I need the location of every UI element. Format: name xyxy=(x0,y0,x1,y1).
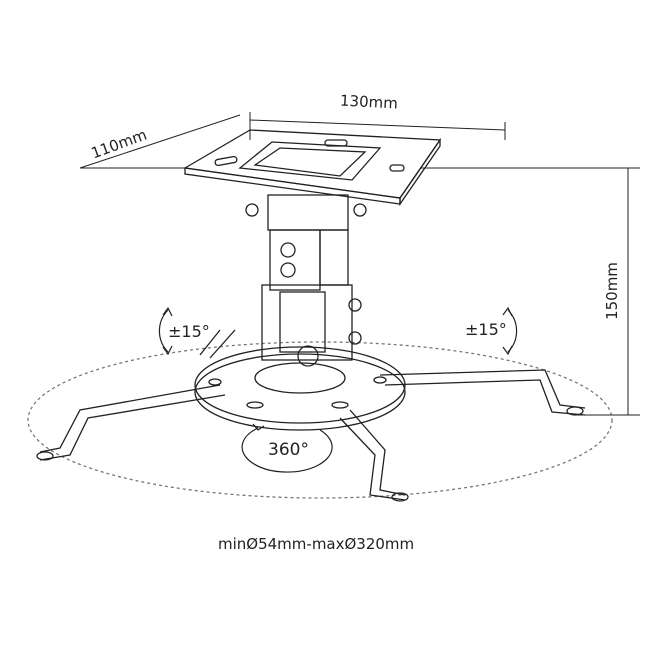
rotating-disc xyxy=(194,346,406,431)
swivel-label: 360° xyxy=(268,440,309,460)
tilt-right-label: ±15° xyxy=(465,320,507,339)
ceiling-plate xyxy=(183,129,442,207)
tilt-right-arrow xyxy=(507,309,518,353)
swivel-arrow xyxy=(241,427,333,473)
tilt-left-label: ±15° xyxy=(168,322,210,341)
tilt-left-arrow xyxy=(158,309,169,353)
mount-arms xyxy=(36,329,586,502)
height-dimension-label: 150mm xyxy=(602,262,621,320)
rotation-arrows xyxy=(158,306,518,473)
mount-column xyxy=(245,194,367,367)
reach-ellipse xyxy=(27,341,613,499)
dimension-lines xyxy=(79,112,640,416)
diameter-caption: minØ54mm-maxØ320mm xyxy=(218,535,415,553)
width-dimension-label: 130mm xyxy=(339,91,399,113)
